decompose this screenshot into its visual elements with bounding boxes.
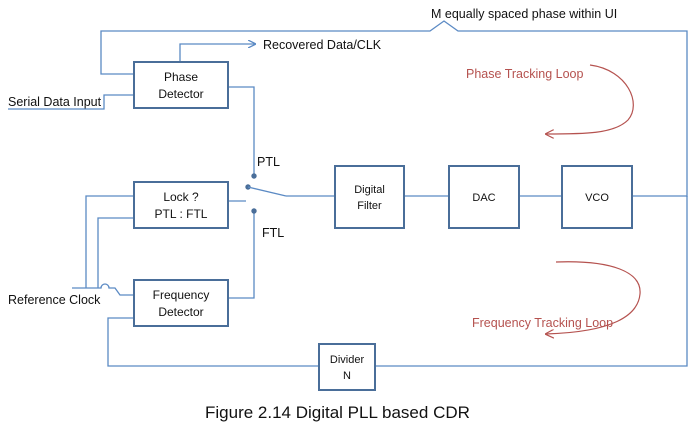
wire-pd-to-switch bbox=[228, 86, 255, 174]
m-phases-label: M equally spaced phase within UI bbox=[431, 7, 617, 21]
wire-serial-data-input bbox=[8, 94, 134, 110]
digital-filter-label-line1: Digital bbox=[354, 184, 385, 196]
lock-detector-label-line2: PTL : FTL bbox=[155, 207, 208, 221]
ptl-label: PTL bbox=[257, 155, 280, 169]
vco-label: VCO bbox=[585, 192, 609, 204]
phase-tracking-loop-annotation: Phase Tracking Loop bbox=[466, 64, 634, 134]
wire-fd-to-switch bbox=[228, 212, 255, 299]
digital-filter-block: Digital Filter bbox=[334, 165, 405, 229]
phase-detector-label-line2: Detector bbox=[158, 87, 203, 101]
phase-detector-label-line1: Phase bbox=[164, 70, 198, 84]
frequency-loop-arrow bbox=[546, 261, 641, 334]
reference-clock-label: Reference Clock bbox=[8, 293, 101, 307]
divider-label-line1: Divider bbox=[330, 354, 365, 366]
recovered-data-label: Recovered Data/CLK bbox=[263, 38, 382, 52]
wires bbox=[8, 20, 688, 367]
dac-label: DAC bbox=[472, 192, 495, 204]
phase-detector-block: Phase Detector bbox=[133, 61, 229, 109]
frequency-tracking-loop-label: Frequency Tracking Loop bbox=[472, 316, 613, 330]
wire-top-feedback bbox=[100, 20, 688, 197]
wire-refclk-to-lock-1 bbox=[85, 195, 134, 288]
switch-terminal-ptl bbox=[251, 173, 257, 179]
wire-reference-clock bbox=[72, 283, 134, 296]
ftl-label: FTL bbox=[262, 226, 284, 240]
vco-block: VCO bbox=[561, 165, 633, 229]
lock-detector-label-line1: Lock ? bbox=[163, 190, 199, 204]
wire-divider-to-fd bbox=[107, 317, 319, 367]
figure-caption: Figure 2.14 Digital PLL based CDR bbox=[205, 403, 470, 422]
switch-blade bbox=[247, 186, 287, 197]
frequency-tracking-loop-annotation: Frequency Tracking Loop bbox=[472, 261, 641, 334]
wire-recovered-data bbox=[179, 44, 255, 62]
digital-filter-label-line2: Filter bbox=[357, 200, 382, 212]
lock-detector-block: Lock ? PTL : FTL bbox=[133, 181, 229, 229]
serial-data-input-label: Serial Data Input bbox=[8, 95, 102, 109]
wire-refclk-to-lock-2 bbox=[97, 217, 134, 288]
frequency-detector-block: Frequency Detector bbox=[133, 279, 229, 327]
divider-block: Divider N bbox=[318, 343, 376, 391]
frequency-detector-label-line2: Detector bbox=[158, 305, 203, 319]
frequency-detector-label-line1: Frequency bbox=[153, 288, 210, 302]
switch-terminal-ftl bbox=[251, 208, 257, 214]
wire-bottom-feedback bbox=[375, 196, 688, 367]
dac-block: DAC bbox=[448, 165, 520, 229]
ptl-ftl-switch: PTL FTL bbox=[245, 155, 287, 240]
phase-tracking-loop-label: Phase Tracking Loop bbox=[466, 67, 583, 81]
divider-label-line2: N bbox=[343, 370, 351, 382]
phase-loop-arrow bbox=[546, 64, 634, 134]
